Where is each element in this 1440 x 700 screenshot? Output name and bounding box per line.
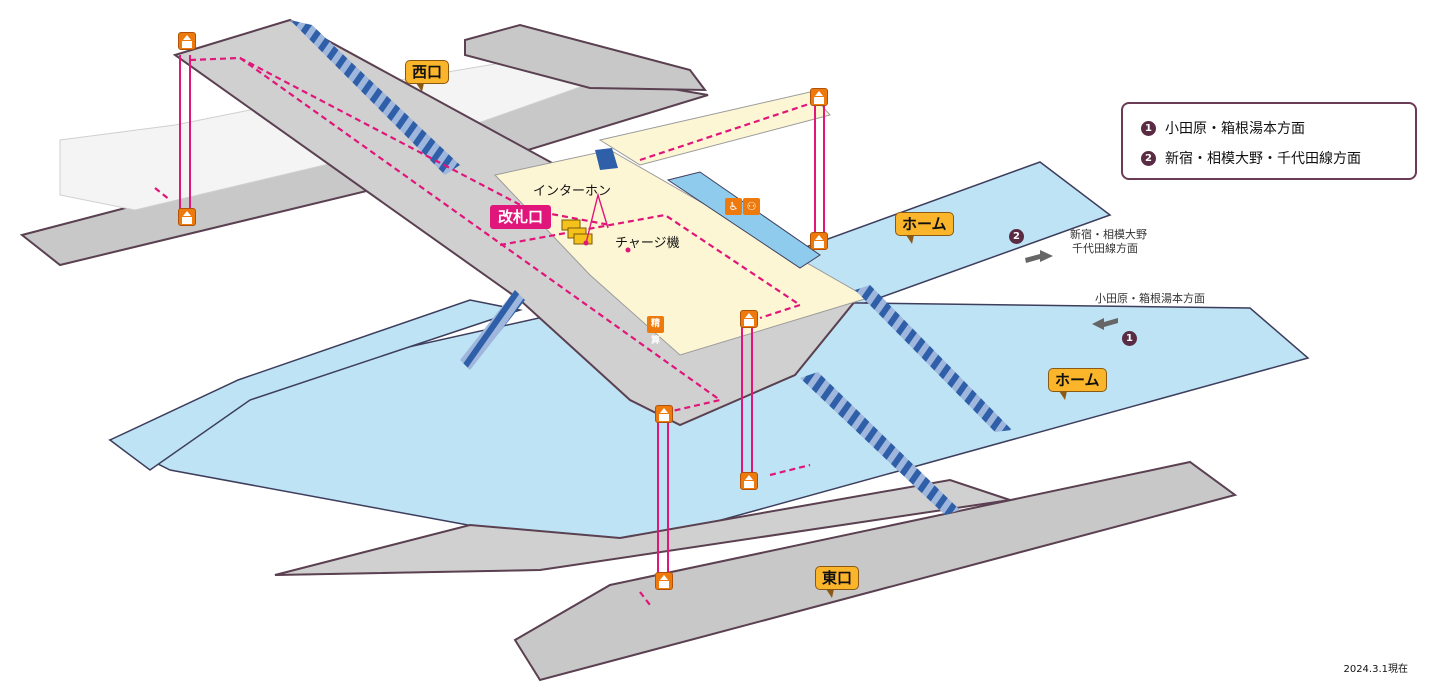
west-upper-block [464,23,708,92]
arrow-right-icon [1025,250,1053,263]
concourse-cream [494,149,870,356]
route-main [239,57,723,414]
wheelchair-icon: ♿ [725,198,742,215]
legend-item-2: 2 新宿・相模大野・千代田線方面 [1141,148,1361,168]
elevator-icon [740,310,758,328]
route-east [769,463,811,477]
elevator-icon [810,232,828,250]
platform-lower [108,299,1310,576]
west-exit-label: 西口 [405,60,450,92]
stairs-east [800,372,960,515]
platform-lower-label: ホーム [1048,368,1107,400]
east-walkway [513,460,1238,682]
elevator-icon [810,88,828,106]
marker-one: 1 [1122,331,1137,346]
route-west-exit [154,187,171,201]
charge-machine-label: チャージ機 [615,236,680,251]
corridor-upper [598,91,831,166]
intercom-label: インターホン [533,184,612,199]
legend-box: 1 小田原・箱根湯本方面 2 新宿・相模大野・千代田線方面 [1121,102,1417,180]
direction-shinjuku-line2: 千代田線方面 [1072,242,1138,255]
arrow-left-icon [1092,318,1118,330]
route-upper [639,100,816,162]
route-west [189,56,611,227]
east-walkway-mid [274,478,1011,576]
direction-shinjuku-line1: 新宿・相模大野 [1070,228,1147,241]
stairs-left-down [460,290,525,370]
legend-text-2: 新宿・相模大野・千代田線方面 [1165,151,1361,167]
restroom-icon: ⚇ [743,198,760,215]
stairs-right [855,285,1012,432]
legend-item-1: 1 小田原・箱根湯本方面 [1141,118,1305,138]
direction-shinjuku: 新宿・相模大野 千代田線方面 [1070,228,1147,256]
elevator-icon [655,572,673,590]
platform-edge-blue [666,171,821,269]
legend-number-2: 2 [1141,150,1156,166]
elevator-icon [655,405,673,423]
platform-upper-label: ホーム [895,212,954,244]
elevator-icon [178,208,196,226]
fare-adjustment-icon: 精算 [647,316,664,346]
stairs-small [595,148,618,170]
date-stamp: 2024.3.1現在 [1343,664,1408,675]
marker-two: 2 [1009,229,1024,244]
stairs-west [290,20,460,175]
ticket-gate-label: 改札口 [490,205,552,229]
east-exit-label: 東口 [815,566,860,598]
legend-text-1: 小田原・箱根湯本方面 [1165,121,1305,137]
direction-odawara: 小田原・箱根湯本方面 [1095,292,1205,305]
ticket-gates [561,219,593,245]
route-east-exit [639,591,651,606]
legend-number-1: 1 [1141,120,1156,136]
elevator-icon [740,472,758,490]
platform-left-strip [108,299,523,471]
elevator-icon [178,32,196,50]
